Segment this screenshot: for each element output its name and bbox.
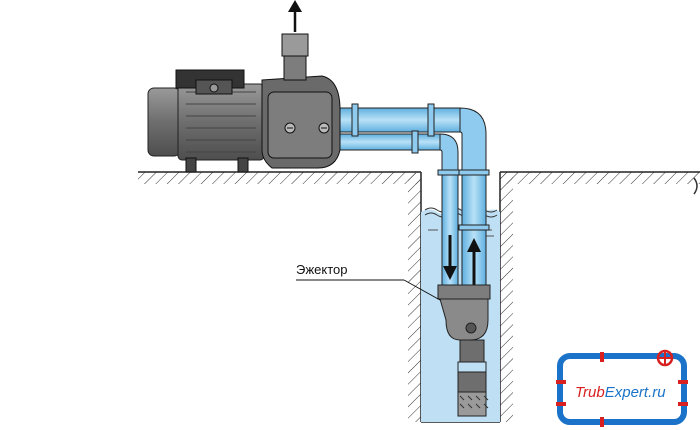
ejector-label: Эжектор xyxy=(296,262,348,277)
logo-text-right: Expert.ru xyxy=(605,384,667,401)
logo-text-left: Trub xyxy=(575,384,605,401)
ejector-unit xyxy=(437,284,491,417)
ground-surface xyxy=(138,171,700,184)
pipe-system xyxy=(339,103,490,291)
arrow-up-icon xyxy=(467,238,481,285)
svg-text:TrubExpert.ru: TrubExpert.ru xyxy=(575,384,666,401)
edge-mark xyxy=(693,177,698,195)
outlet-arrow-up-icon xyxy=(288,0,302,32)
arrow-down-icon xyxy=(443,235,457,280)
surface-pump xyxy=(147,33,341,173)
trubexpert-logo: TrubExpert.ru xyxy=(556,349,688,427)
